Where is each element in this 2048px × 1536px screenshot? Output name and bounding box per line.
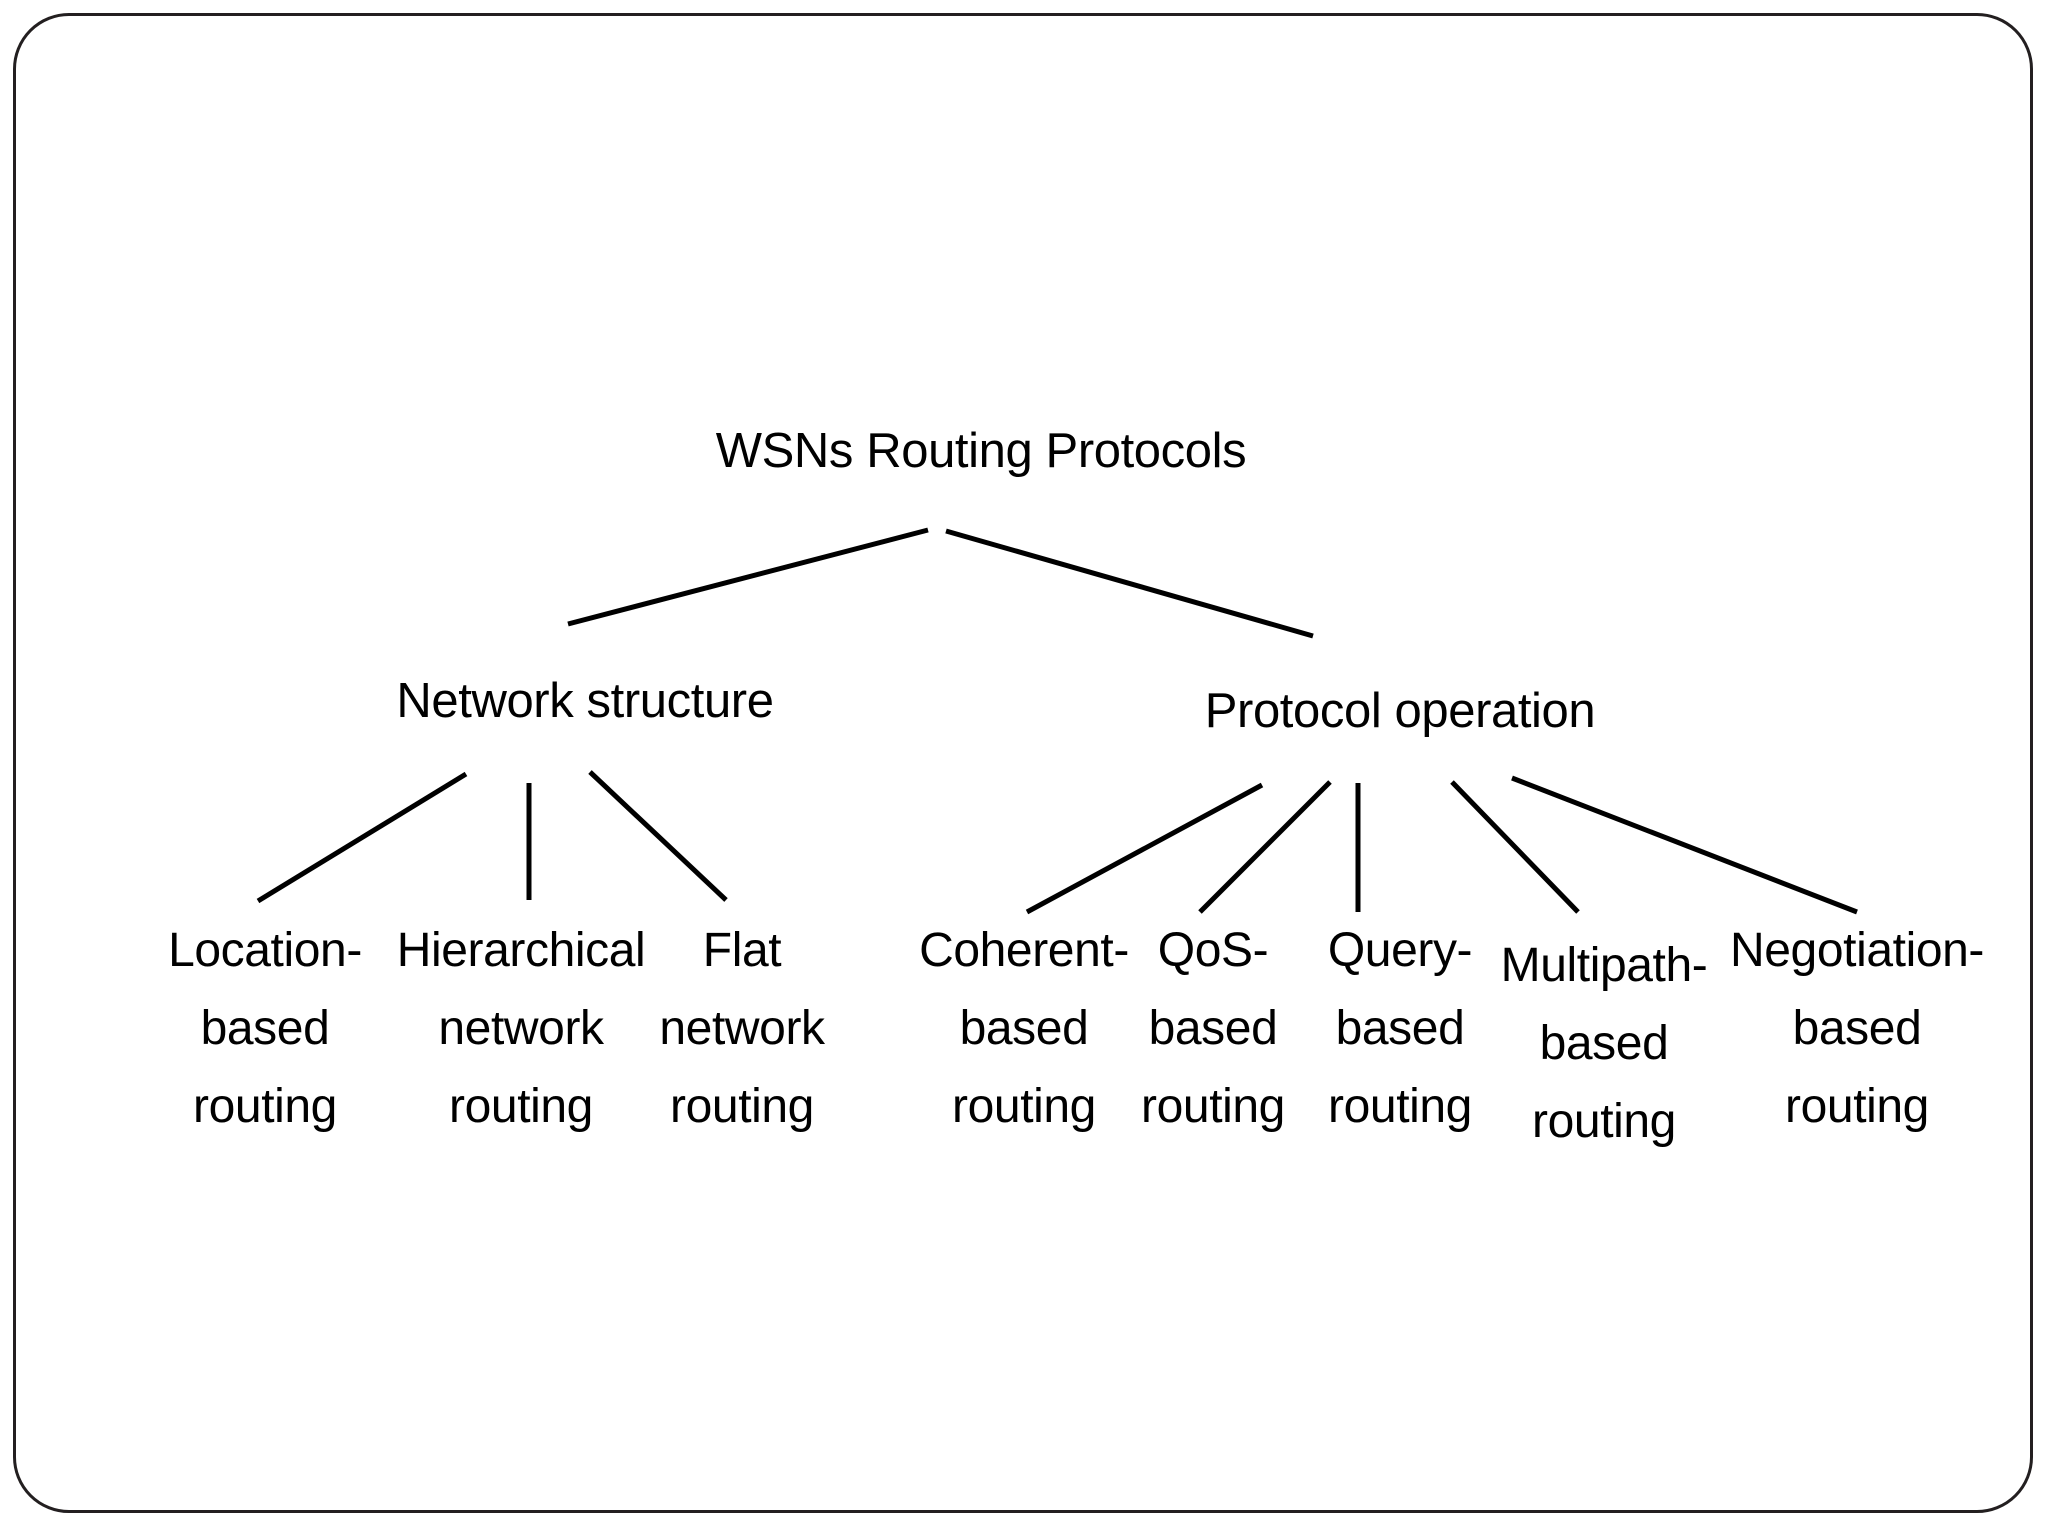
node-label-line-1: Query- <box>1327 924 1473 978</box>
node-label-line-1: Flat <box>702 924 782 978</box>
node-flat-network-routing: Flat network routing <box>142 912 1342 1146</box>
node-label-line: Network structure <box>396 674 774 729</box>
edge-network-structure-to-location-based-routing <box>256 771 468 904</box>
node-protocol-operation: Protocol operation <box>800 672 2000 750</box>
node-label-line-3: routing <box>952 1080 1096 1134</box>
node-label-line-2: based <box>1148 1002 1278 1056</box>
node-coherent-based-routing: Coherent- based routing <box>424 912 1624 1146</box>
node-label-line-2: based <box>959 1002 1089 1056</box>
node-label-line-2: based <box>1539 1017 1669 1071</box>
node-qos-based-routing: QoS- based routing <box>613 912 1813 1146</box>
node-label-line-1: Negotiation- <box>1729 924 1985 978</box>
node-location-based-routing: Location- based routing <box>0 912 865 1146</box>
node-label-line-1: Coherent- <box>919 924 1129 978</box>
node-label-line-2: network <box>438 1002 604 1056</box>
node-label-line: WSNs Routing Protocols <box>715 424 1247 479</box>
node-label-line-2: based <box>1335 1002 1465 1056</box>
node-network-structure: Network structure <box>0 662 1185 740</box>
node-label-line-3: routing <box>1328 1080 1472 1134</box>
edge-root-to-network-structure <box>567 527 929 627</box>
edge-root-to-protocol-operation <box>945 528 1314 639</box>
edge-protocol-operation-to-negotiation-based-routing <box>1511 775 1858 915</box>
node-label-line-3: routing <box>1532 1095 1676 1149</box>
node-label-line-3: routing <box>1141 1080 1285 1134</box>
edge-network-structure-to-flat-network-routing <box>588 770 728 902</box>
node-label-line-1: Hierarchical <box>396 924 646 978</box>
node-root-wsns-routing-protocols: WSNs Routing Protocols <box>381 412 1581 490</box>
edge-protocol-operation-to-qos-based-routing <box>1198 780 1332 914</box>
node-label-line-3: routing <box>193 1080 337 1134</box>
node-label-line-1: Multipath- <box>1500 939 1708 993</box>
node-label-line-1: QoS- <box>1157 924 1269 978</box>
node-label-line-2: based <box>200 1002 330 1056</box>
node-label-line-1: Location- <box>168 924 362 978</box>
node-label-line-3: routing <box>670 1080 814 1134</box>
node-multipath-based-routing: Multipath- based routing <box>1004 927 2048 1161</box>
node-label-line-3: routing <box>1785 1080 1929 1134</box>
node-label-line-2: based <box>1792 1002 1922 1056</box>
node-label-line-2: network <box>659 1002 825 1056</box>
node-hierarchical-network-routing: Hierarchical network routing <box>0 912 1121 1146</box>
node-label-line-3: routing <box>449 1080 593 1134</box>
edge-protocol-operation-to-coherent-based-routing <box>1025 782 1264 915</box>
node-query-based-routing: Query- based routing <box>800 912 2000 1146</box>
node-label-line: Protocol operation <box>1204 684 1596 739</box>
edge-protocol-operation-to-multipath-based-routing <box>1450 780 1580 914</box>
node-negotiation-based-routing: Negotiation- based routing <box>1257 912 2048 1146</box>
